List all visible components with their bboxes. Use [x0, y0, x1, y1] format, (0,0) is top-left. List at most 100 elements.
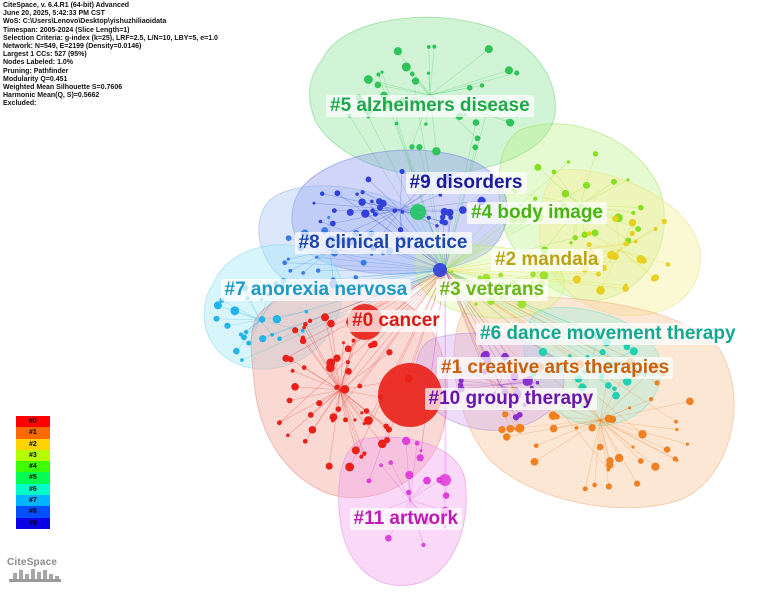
network-node[interactable] [340, 384, 350, 394]
network-node[interactable] [363, 408, 370, 414]
network-node[interactable] [498, 272, 504, 278]
network-node[interactable] [325, 462, 333, 470]
network-node[interactable] [393, 47, 402, 56]
network-node[interactable] [506, 424, 515, 433]
network-node[interactable] [554, 413, 560, 420]
network-node[interactable] [308, 426, 317, 434]
network-node[interactable] [330, 418, 335, 423]
network-node[interactable] [315, 255, 319, 259]
network-node[interactable] [549, 424, 558, 433]
network-node[interactable] [379, 199, 387, 207]
network-node[interactable] [599, 349, 606, 356]
network-node[interactable] [345, 462, 355, 472]
network-node[interactable] [213, 315, 220, 322]
network-node[interactable] [450, 270, 454, 275]
network-node[interactable] [612, 391, 620, 400]
network-node[interactable] [627, 406, 632, 410]
network-node[interactable] [386, 349, 393, 356]
network-node[interactable] [472, 119, 480, 126]
network-node[interactable] [566, 160, 571, 164]
network-node[interactable] [286, 433, 290, 438]
network-node[interactable] [233, 347, 240, 355]
network-node[interactable] [623, 241, 629, 247]
network-node[interactable] [411, 77, 420, 85]
network-node[interactable] [515, 423, 525, 433]
network-node[interactable] [583, 181, 591, 189]
network-node[interactable] [240, 358, 244, 362]
network-node[interactable] [442, 219, 449, 226]
network-node[interactable] [399, 169, 405, 175]
network-node[interactable] [335, 406, 342, 412]
network-node[interactable] [409, 144, 415, 150]
network-node[interactable] [432, 44, 437, 49]
network-node[interactable] [512, 414, 520, 421]
network-node[interactable] [622, 377, 632, 386]
cluster-label[interactable]: #6 dance movement therapy [476, 323, 740, 345]
network-node[interactable] [362, 451, 367, 456]
network-node[interactable] [291, 383, 299, 391]
cluster-label[interactable]: #2 mandala [491, 249, 603, 271]
network-node[interactable] [364, 416, 373, 425]
network-node[interactable] [409, 71, 415, 77]
network-node[interactable] [246, 340, 252, 346]
network-node[interactable] [405, 489, 412, 496]
network-node[interactable] [426, 71, 431, 75]
network-node[interactable] [622, 285, 629, 292]
network-node[interactable] [631, 210, 636, 215]
network-node[interactable] [346, 208, 354, 216]
network-node[interactable] [366, 478, 372, 484]
network-node[interactable] [315, 268, 321, 273]
network-node[interactable] [230, 306, 240, 316]
network-node[interactable] [416, 454, 424, 462]
cluster-label[interactable]: #7 anorexia nervosa [220, 279, 412, 301]
network-node[interactable] [633, 239, 638, 244]
network-node[interactable] [427, 215, 431, 220]
network-node[interactable] [302, 438, 308, 444]
network-node[interactable] [277, 420, 282, 426]
network-node[interactable] [534, 163, 542, 171]
network-node[interactable] [342, 341, 346, 345]
network-node[interactable] [595, 271, 601, 277]
network-node[interactable] [243, 329, 249, 335]
network-node[interactable] [611, 178, 618, 185]
network-node[interactable] [631, 445, 635, 449]
network-node[interactable] [259, 336, 263, 341]
network-node[interactable] [353, 275, 359, 280]
network-node[interactable] [290, 368, 295, 373]
network-node[interactable] [569, 241, 573, 245]
network-node[interactable] [635, 226, 642, 232]
network-node[interactable] [364, 75, 373, 84]
network-node[interactable] [379, 463, 383, 468]
network-node[interactable] [498, 425, 506, 434]
network-node[interactable] [426, 45, 431, 49]
network-node[interactable] [596, 443, 604, 451]
network-node[interactable] [370, 208, 375, 213]
network-node[interactable] [319, 191, 325, 196]
network-node[interactable] [533, 196, 538, 201]
network-node[interactable] [327, 319, 335, 328]
network-node[interactable] [372, 211, 378, 217]
cluster-label[interactable]: #11 artwork [349, 508, 463, 530]
network-node[interactable] [474, 302, 478, 306]
network-node[interactable] [362, 422, 366, 426]
network-node[interactable] [285, 235, 292, 242]
network-node[interactable] [316, 400, 323, 407]
network-node[interactable] [344, 345, 352, 353]
network-node[interactable] [675, 427, 679, 432]
network-node[interactable] [479, 83, 485, 88]
network-node[interactable] [596, 285, 605, 295]
network-node[interactable] [287, 356, 294, 363]
network-node[interactable] [685, 442, 690, 446]
network-hub-node[interactable] [410, 204, 426, 220]
network-node[interactable] [213, 301, 222, 310]
network-node[interactable] [416, 144, 423, 151]
network-node[interactable] [318, 219, 323, 224]
network-node[interactable] [440, 214, 446, 220]
network-node[interactable] [343, 417, 349, 423]
network-node[interactable] [327, 215, 331, 219]
network-node[interactable] [472, 144, 479, 151]
network-node[interactable] [626, 178, 630, 182]
network-node[interactable] [592, 482, 597, 488]
network-node[interactable] [388, 460, 394, 465]
network-node[interactable] [224, 322, 231, 329]
